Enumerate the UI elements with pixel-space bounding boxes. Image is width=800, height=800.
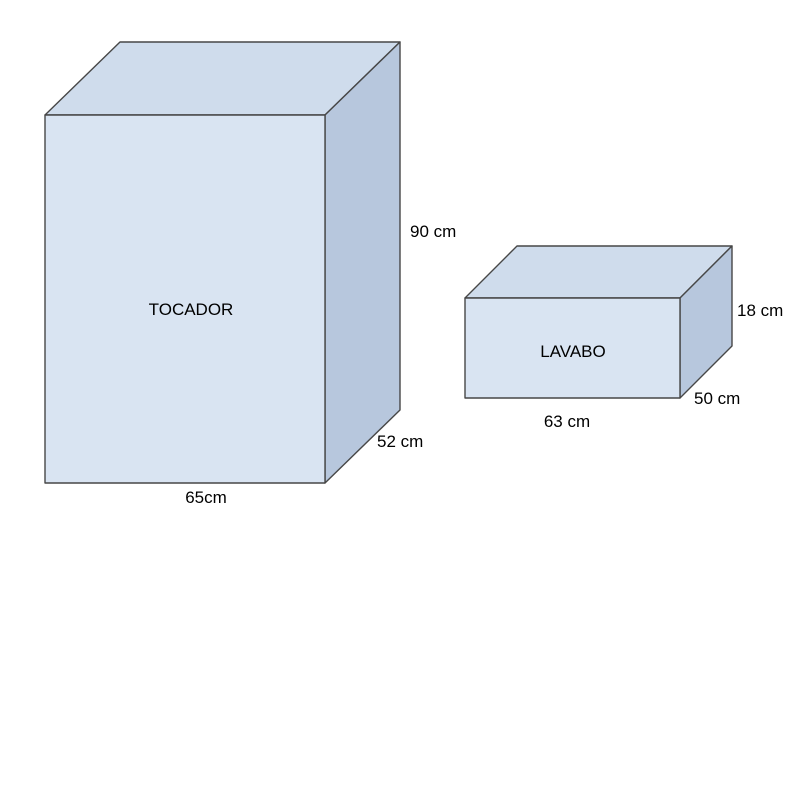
tocador-depth-dimension-label: 52 cm xyxy=(377,432,423,451)
tocador-width-dimension-label: 65cm xyxy=(185,488,227,507)
lavabo-front-face xyxy=(464,297,681,399)
tocador-box: TOCADOR 90 cm 52 cm 65cm xyxy=(44,41,456,507)
lavabo-height-dimension-label: 18 cm xyxy=(737,301,783,320)
lavabo-name-label: LAVABO xyxy=(540,342,606,361)
tocador-side-face xyxy=(324,41,401,484)
tocador-front-face xyxy=(44,114,326,484)
lavabo-width-dimension-label: 63 cm xyxy=(544,412,590,431)
tocador-height-dimension-label: 90 cm xyxy=(410,222,456,241)
lavabo-depth-dimension-label: 50 cm xyxy=(694,389,740,408)
tocador-name-label: TOCADOR xyxy=(149,300,234,319)
lavabo-box: LAVABO 18 cm 50 cm 63 cm xyxy=(464,245,783,431)
